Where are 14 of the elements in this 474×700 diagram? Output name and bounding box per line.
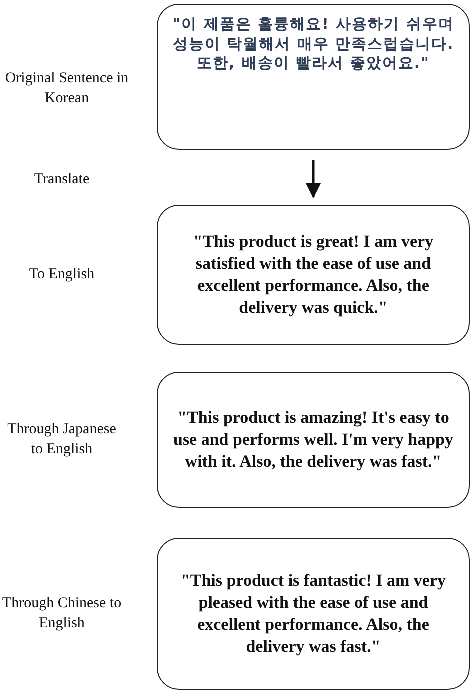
step-label: Through Chinese to English	[1, 594, 123, 633]
quote-text: "This product is fantastic! I am very pleased with the ease of use and excellent performance. Also, the delivery was fast."	[180, 570, 448, 658]
text-box	[157, 372, 470, 508]
step-label: Original Sentence in Korean	[4, 70, 130, 108]
step-label: Through Japanese to English	[6, 420, 118, 459]
text-box	[157, 205, 470, 345]
quote-text: "This product is amazing! It's easy to use and performs well. I'm very happy with it. Also, the delivery was fast."	[172, 406, 455, 474]
arrow	[306, 160, 321, 198]
step-label: Translate	[33, 170, 91, 190]
step-label: To English	[28, 265, 96, 284]
text-box	[157, 4, 470, 150]
quote-text: "이 제품은 훌륭해요! 사용하기 쉬우며 성능이 탁월해서 매우 만족스럽습니다. 또한, 배송이 빨라서 좋았어요."	[172, 15, 455, 74]
text-box	[157, 538, 470, 690]
quote-text: "This product is great! I am very satisfied with the ease of use and excellent performance. Also, the delivery was quick."	[192, 230, 435, 320]
